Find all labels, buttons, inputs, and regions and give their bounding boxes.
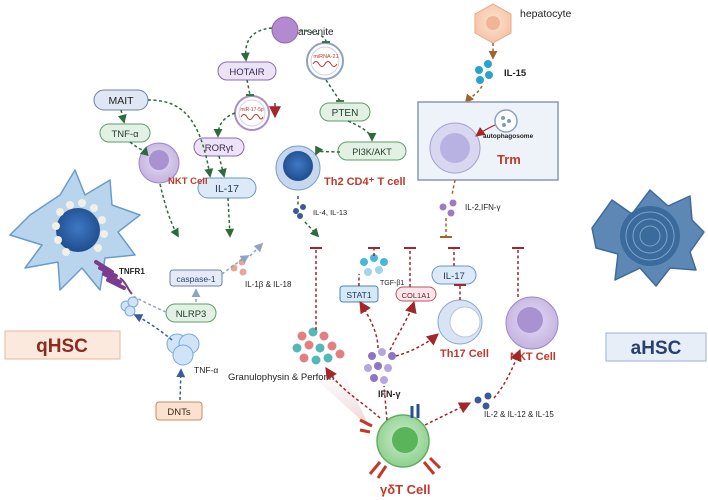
pten-box: [319, 102, 371, 122]
tnfr1-label: TNFR1: [119, 267, 145, 276]
roryt-label: RORγt: [205, 143, 234, 154]
nkt-right-label: NKT Cell: [510, 351, 556, 363]
mir17-label: miR-17-5p: [240, 107, 264, 113]
mirna21-label: miRNA-21: [313, 54, 338, 60]
caspase-box: [169, 269, 223, 287]
nlrp3-label: NLRP3: [176, 309, 207, 320]
il1b-dots: [230, 258, 247, 276]
il17-top-label: IL-17: [215, 183, 239, 195]
tnfa-top-box: [99, 123, 151, 143]
hepatocyte-label: hepatocyte: [520, 8, 572, 20]
il15-label: IL-15: [504, 68, 527, 79]
stat1-label: STAT1: [346, 290, 371, 300]
tnfa-low-label: TNF-α: [194, 365, 218, 375]
trm-cell: [429, 122, 481, 174]
mir17-icon: [234, 95, 270, 131]
arsenite-label: arsenite: [298, 27, 334, 38]
ifng-label: IFN-γ: [378, 389, 401, 399]
qhsc-box: [4, 330, 121, 360]
green-pathway-arrows: [117, 27, 377, 238]
pten-label: PTEN: [332, 108, 359, 119]
autophagosome-icon: [494, 109, 518, 133]
il2-12-15-label: IL-2 & IL-12 & IL-15: [484, 410, 554, 419]
nkt-right-cell: [505, 296, 559, 350]
il15-dots: [475, 60, 493, 84]
mirna21-icon: [306, 42, 344, 80]
nkt-top-cell: [138, 142, 180, 184]
il17-right-label: IL-17: [443, 271, 465, 282]
dnts-box: [155, 401, 203, 421]
hepatocyte-cell: [474, 3, 512, 44]
arsenite-icon: [271, 16, 299, 44]
trm-label: Trm: [497, 152, 521, 167]
green-inhibition-bars: [246, 41, 344, 102]
il17-top-box: [197, 177, 257, 199]
tnfa-trimer-icon: [166, 333, 200, 366]
hotair-label: HOTAIR: [229, 67, 264, 78]
il4-label: IL-4, IL-13: [313, 208, 347, 217]
col1a1-label: COL1A1: [402, 291, 431, 300]
th2-cell: [275, 145, 321, 191]
il1b-label: IL-1β & IL-18: [245, 280, 292, 289]
il4-dots: [293, 204, 306, 219]
th17-cell: [437, 299, 483, 345]
tgfb-dots: [360, 254, 388, 276]
caspase-label: caspase-1: [176, 274, 215, 284]
il2ifn-dots: [439, 199, 457, 217]
granule-dots: [292, 327, 345, 365]
ahsc-label: aHSC: [631, 338, 682, 359]
autophagosome-label: autophagosome: [483, 133, 534, 140]
tnfa-top-label: TNF-α: [111, 129, 139, 140]
mait-label: MAIT: [108, 95, 134, 107]
ahsc-box: [605, 332, 707, 362]
ahsc-cell: [591, 189, 705, 287]
th17-label: Th17 Cell: [440, 348, 489, 360]
nlrp3-box: [165, 303, 217, 323]
gdt-cell: [359, 404, 442, 479]
tnfr1-receptor: [94, 260, 133, 295]
pi3k-label: PI3K/AKT: [352, 147, 392, 157]
granule-spray: [300, 365, 370, 428]
granulo-label: Granulophysin & Perforin: [228, 372, 334, 383]
qhsc-label: qHSC: [36, 336, 88, 357]
nkt-top-label: NKT Cell: [168, 176, 208, 187]
red-inhibition-bars: [310, 247, 524, 286]
pi3k-box: [337, 141, 407, 161]
ifng-dots: [364, 348, 396, 384]
tgfb-label: TGF-β1: [380, 280, 404, 287]
grey-pathway-arrows: [132, 242, 264, 313]
gdt-label: γδT Cell: [380, 482, 431, 497]
dnts-label: DNTs: [167, 407, 190, 418]
tnfr-ligand-icon: [120, 296, 139, 317]
il2ifn-label: IL-2,IFN-γ: [465, 203, 501, 212]
blue-pathway-arrows: [133, 314, 186, 401]
red-pathway-connectors: [315, 248, 522, 426]
il2-12-15-dots: [474, 392, 492, 410]
th2-label: Th2 CD4⁺ T cell: [324, 176, 406, 188]
qhsc-cell: [9, 169, 141, 291]
il15-arrow: [464, 85, 483, 104]
trm-arrow: [451, 179, 456, 196]
autophagy-arrow: [475, 124, 496, 137]
